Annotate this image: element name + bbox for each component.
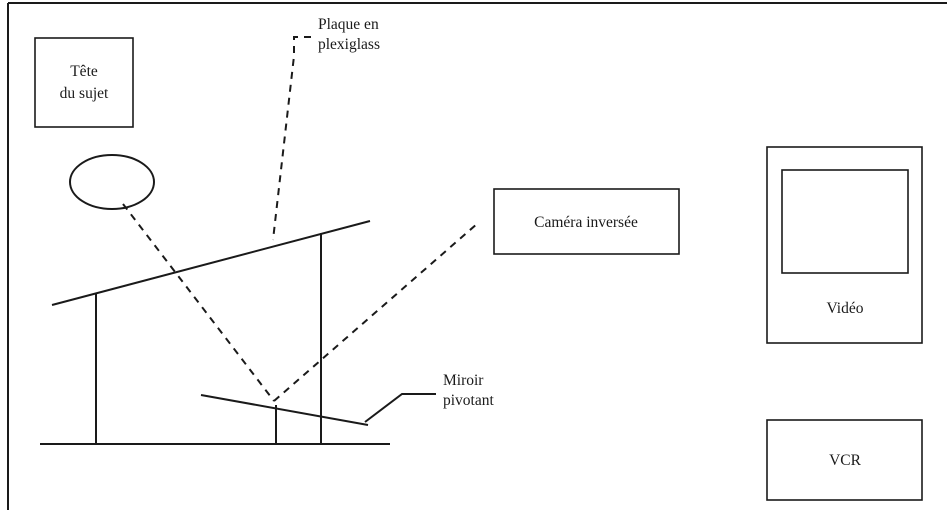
mirror-label-line2: pivotant xyxy=(443,392,494,409)
plexiglass-leader-line xyxy=(272,36,311,241)
mirror-leader-line xyxy=(364,393,436,423)
subject-head-label-line1: Tête xyxy=(70,63,98,80)
inverted-camera-label: Caméra inversée xyxy=(534,214,638,231)
mirror-annotation: Miroir pivotant xyxy=(364,372,494,423)
subject-eye-ellipse xyxy=(69,154,155,210)
light-path-eye-to-mirror xyxy=(122,203,275,402)
plexiglass-label-line2: plexiglass xyxy=(318,36,380,53)
video-monitor-label: Vidéo xyxy=(827,300,864,317)
subject-head-label-line2: du sujet xyxy=(60,85,109,102)
plexiglass-plate xyxy=(51,220,371,306)
mirror-label-line1: Miroir xyxy=(443,372,484,389)
inverted-camera-box: Caméra inversée xyxy=(493,188,680,255)
vcr-label: VCR xyxy=(829,452,862,469)
vcr-box: VCR xyxy=(766,419,923,501)
subject-head-box: Tête du sujet xyxy=(34,37,134,128)
light-path-mirror-to-camera xyxy=(273,222,479,402)
plexiglass-annotation: Plaque en plexiglass xyxy=(272,16,380,241)
plexiglass-label-line1: Plaque en xyxy=(318,16,379,33)
video-monitor: Vidéo xyxy=(766,146,923,344)
pivoting-mirror xyxy=(200,394,369,426)
video-monitor-screen xyxy=(781,169,909,274)
